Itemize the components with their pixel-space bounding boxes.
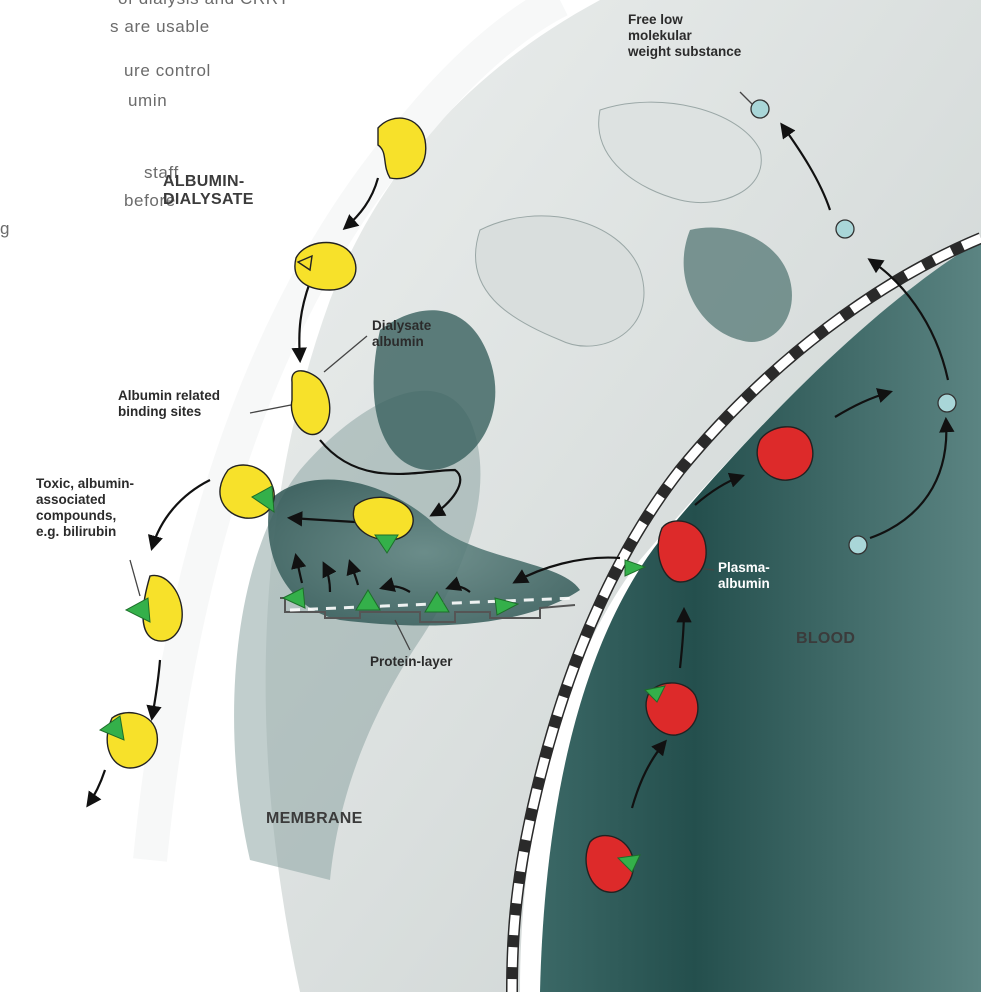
label-binding-sites-line-2: binding sites	[118, 404, 220, 420]
label-albumin-dialysate-line-2: DIALYSATE	[163, 191, 254, 209]
label-plasma-albumin-line-1: Plasma-	[718, 560, 770, 576]
label-toxic-line-1: Toxic, albumin-	[36, 476, 134, 492]
label-dialysate-albumin-line-2: albumin	[372, 334, 431, 350]
label-toxic-line-3: compounds,	[36, 508, 134, 524]
label-protein-layer: Protein-layer	[370, 654, 453, 670]
label-dialysate-albumin-line-1: Dialysate	[372, 318, 431, 334]
label-free-substance-line-3: weight substance	[628, 44, 741, 60]
label-plasma-albumin-line-2: albumin	[718, 576, 770, 592]
label-toxic-line-4: e.g. bilirubin	[36, 524, 134, 540]
label-albumin-dialysate-line-1: ALBUMIN-	[163, 173, 254, 191]
label-plasma-albumin: Plasma- albumin	[718, 560, 770, 592]
label-toxic-line-2: associated	[36, 492, 134, 508]
label-free-substance: Free low molekular weight substance	[628, 12, 741, 60]
label-albumin-dialysate: ALBUMIN- DIALYSATE	[163, 173, 254, 209]
label-binding-sites-line-1: Albumin related	[118, 388, 220, 404]
label-membrane: MEMBRANE	[266, 810, 363, 828]
label-dialysate-albumin: Dialysate albumin	[372, 318, 431, 350]
label-blood: BLOOD	[796, 630, 855, 648]
label-toxic-compounds: Toxic, albumin- associated compounds, e.…	[36, 476, 134, 540]
label-binding-sites: Albumin related binding sites	[118, 388, 220, 420]
label-free-substance-line-1: Free low	[628, 12, 741, 28]
label-free-substance-line-2: molekular	[628, 28, 741, 44]
